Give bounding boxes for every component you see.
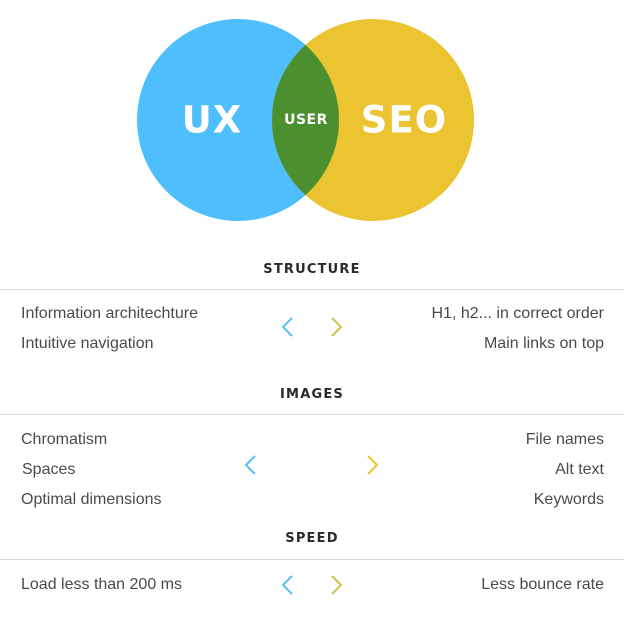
overlap-region bbox=[272, 19, 339, 221]
ux-item: Intuitive navigation bbox=[21, 335, 154, 352]
divider bbox=[0, 414, 624, 415]
ux-item: Chromatism bbox=[21, 431, 108, 448]
seo-item: Less bounce rate bbox=[481, 576, 604, 593]
user-label: USER bbox=[284, 112, 328, 128]
double-arrow-icon bbox=[244, 455, 379, 475]
section-title-images: IMAGES bbox=[280, 387, 344, 402]
ux-label: UX bbox=[181, 98, 243, 142]
section-title-structure: STRUCTURE bbox=[263, 262, 361, 277]
divider bbox=[0, 559, 624, 560]
ux-item: Spaces bbox=[22, 461, 76, 478]
seo-item: Keywords bbox=[533, 491, 604, 508]
venn-circles bbox=[137, 19, 474, 221]
ux-item: Information architechture bbox=[21, 305, 198, 322]
seo-label: SEO bbox=[360, 98, 448, 142]
seo-item: Main links on top bbox=[483, 335, 604, 352]
venn-diagram: UX USER SEO bbox=[0, 0, 624, 240]
ux-item: Load less than 200 ms bbox=[21, 576, 182, 593]
seo-item: File names bbox=[525, 431, 604, 448]
seo-item: Alt text bbox=[555, 461, 604, 478]
seo-item: H1, h2... in correct order bbox=[431, 305, 604, 322]
double-arrow-icon bbox=[281, 575, 343, 595]
ux-item: Optimal dimensions bbox=[21, 491, 162, 508]
divider bbox=[0, 289, 624, 290]
section-title-speed: SPEED bbox=[285, 531, 339, 546]
double-arrow-icon bbox=[281, 317, 343, 337]
